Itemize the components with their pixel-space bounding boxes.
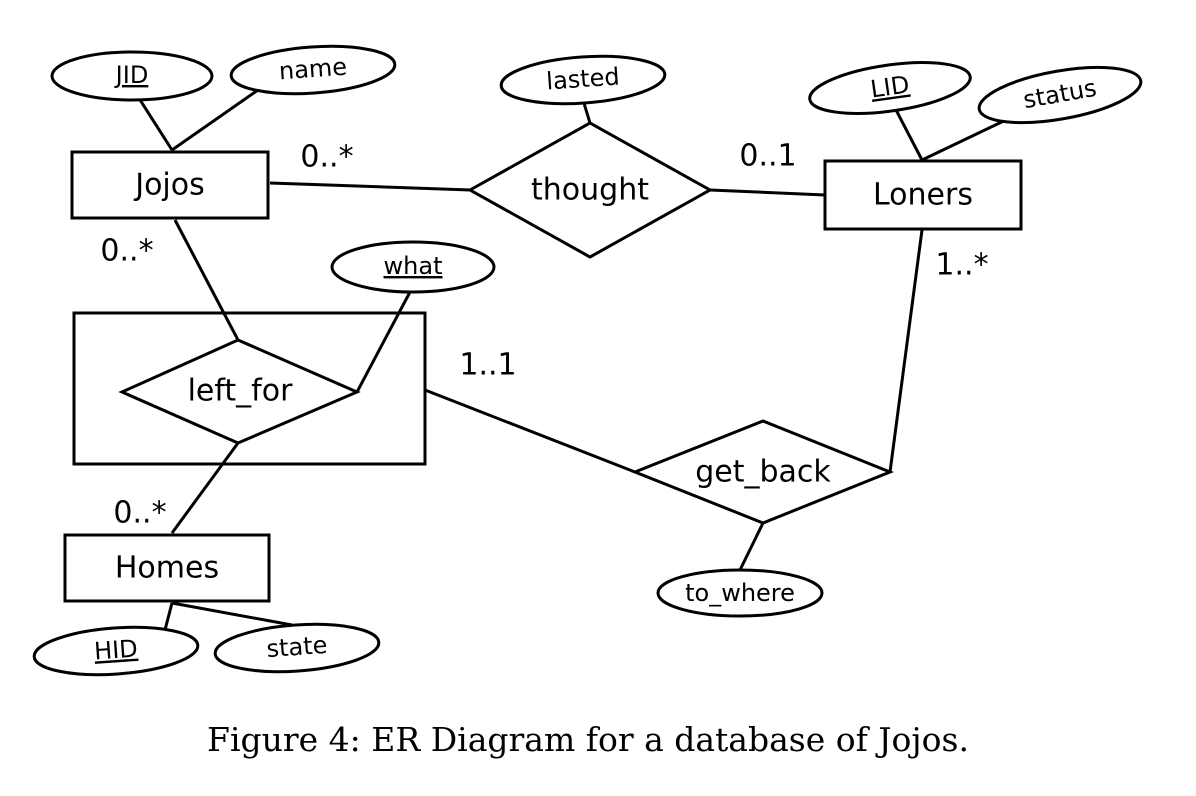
line-jid-jojos: [133, 91, 174, 151]
attribute-hid: HID: [32, 625, 200, 677]
relationship-thought: thought: [466, 121, 714, 259]
cardinality-loners-thought: 0..1: [739, 139, 796, 174]
attribute-lasted: lasted: [499, 54, 667, 106]
attribute-lid-label: LID: [869, 70, 911, 103]
relationship-thought-diamond: [466, 121, 714, 259]
attribute-name: name: [229, 44, 397, 96]
entity-homes-box: [63, 533, 271, 603]
entity-homes: Homes: [63, 533, 271, 603]
relationship-get-back: get_back: [630, 419, 895, 525]
line-homes-hid: [163, 602, 174, 631]
relationship-left-for-diamond: [118, 338, 361, 445]
line-lid-loners: [893, 107, 924, 161]
attribute-status-ellipse: [977, 65, 1143, 125]
connector-lines: [133, 88, 1011, 631]
attribute-lasted-ellipse: [499, 54, 667, 106]
relationship-get-back-label: get_back: [695, 455, 831, 490]
attribute-status: status: [977, 65, 1143, 125]
attribute-name-ellipse: [229, 44, 397, 96]
entity-homes-label: Homes: [115, 551, 219, 586]
line-name-jojos: [171, 88, 259, 152]
aggregation-left-for: left_for: [72, 311, 427, 466]
line-left-for-homes: [170, 442, 240, 534]
cardinality-aggregate-get-back: 1..1: [459, 348, 516, 383]
line-aggregate-get-back: [424, 388, 636, 474]
line-thought-loners: [709, 188, 826, 197]
attribute-lid: LID: [808, 61, 972, 115]
aggregation-box: [72, 311, 427, 466]
attribute-lid-ellipse: [808, 61, 972, 115]
entity-loners-label: Loners: [873, 178, 973, 213]
entity-loners: Loners: [823, 159, 1023, 231]
relationship-left-for-label: left_for: [188, 374, 294, 409]
attribute-state: state: [213, 622, 381, 674]
attribute-what: what: [330, 240, 496, 294]
attribute-lasted-label: lasted: [545, 62, 620, 95]
entity-loners-box: [823, 159, 1023, 231]
entity-jojos: Jojos: [70, 150, 270, 220]
line-loners-get-back: [888, 229, 924, 473]
line-status-loners: [921, 116, 1011, 162]
attribute-hid-label: HID: [93, 635, 138, 666]
line-what-left-for: [355, 291, 412, 393]
attribute-jid-label: JID: [114, 61, 149, 89]
attribute-hid-ellipse: [32, 625, 200, 677]
relationship-thought-label: thought: [531, 173, 649, 208]
cardinality-loners-get-back: 1..*: [935, 248, 988, 283]
line-jojos-thought: [269, 181, 471, 192]
attribute-to-where-label: to_where: [685, 579, 795, 607]
entity-jojos-box: [70, 150, 270, 220]
cardinality-jojos-thought: 0..*: [300, 140, 353, 175]
cardinality-homes-left-for: 0..*: [113, 496, 166, 531]
figure-caption: Figure 4: ER Diagram for a database of J…: [207, 720, 969, 759]
attribute-state-ellipse: [213, 622, 381, 674]
attribute-jid-ellipse: [50, 50, 214, 102]
line-homes-state: [171, 601, 293, 627]
attribute-state-label: state: [266, 631, 329, 663]
attribute-to-where: to_where: [656, 568, 824, 618]
attribute-what-label: what: [384, 252, 443, 280]
attribute-to-where-ellipse: [656, 568, 824, 618]
attribute-what-ellipse: [330, 240, 496, 294]
relationship-get-back-diamond: [630, 419, 895, 525]
attribute-name-label: name: [278, 53, 348, 86]
line-get-back-to-where: [738, 522, 765, 571]
cardinality-jojos-left-for: 0..*: [100, 234, 153, 269]
attribute-jid: JID: [50, 50, 214, 102]
entity-jojos-label: Jojos: [133, 168, 205, 203]
line-jojos-left-for: [173, 219, 240, 341]
